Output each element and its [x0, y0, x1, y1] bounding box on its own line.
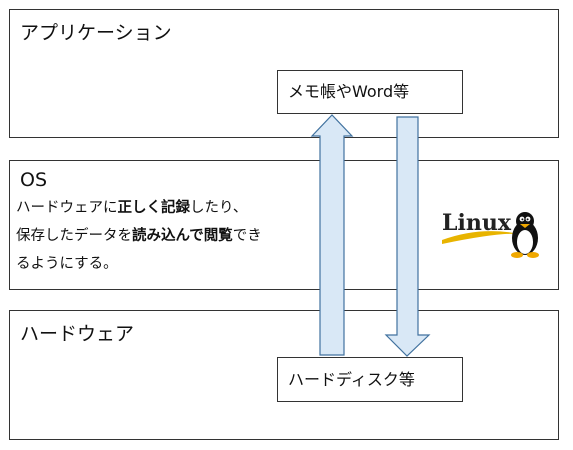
os-description-text: 保存したデータを [16, 228, 132, 244]
linux-logo-icon: Linux [442, 210, 539, 258]
application-layer: アプリケーション [9, 9, 559, 138]
os-description: ハードウェアに正しく記録したり、保存したデータを読み込んで閲覧できるようにする。 [16, 194, 316, 278]
linux-logo-swoosh [442, 231, 520, 244]
linux-logo-text: Linux [442, 210, 512, 236]
os-description-emphasis: 正しく記録 [117, 200, 191, 216]
os-description-emphasis: 読み込んで閲覧 [132, 228, 233, 244]
os-layer-title: OS [20, 169, 48, 191]
os-description-text: ハードウェアに [16, 200, 118, 216]
hardware-layer-title: ハードウェア [20, 323, 135, 345]
tux-penguin-icon [511, 212, 539, 258]
hard-disk-label: ハードディスク等 [288, 369, 415, 389]
os-description-line: 保存したデータを読み込んで閲覧でき [16, 222, 316, 250]
os-description-text: したり、 [190, 200, 248, 216]
os-description-line: ハードウェアに正しく記録したり、 [16, 194, 316, 222]
os-description-line: るようにする。 [16, 250, 316, 278]
os-description-text: でき [232, 228, 262, 244]
application-layer-title: アプリケーション [20, 22, 172, 44]
memo-word-label: メモ帳やWord等 [288, 82, 410, 101]
os-layer: OS [9, 160, 559, 290]
memo-word-box: メモ帳やWord等 [277, 70, 463, 114]
os-description-text: るようにする。 [16, 256, 118, 272]
hard-disk-box: ハードディスク等 [277, 357, 463, 402]
